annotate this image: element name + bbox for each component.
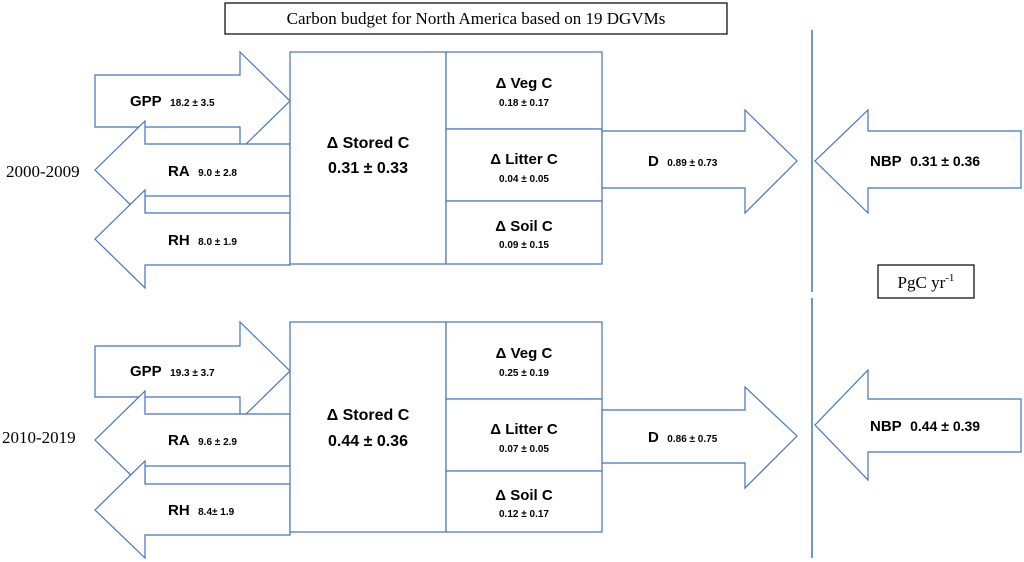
nbp-value: 0.31 ± 0.36 xyxy=(910,153,980,169)
gpp-label: GPP xyxy=(130,93,162,110)
soil-c-value: 0.12 ± 0.17 xyxy=(499,509,549,520)
period-block: 2010-2019 GPP 19.3 ± 3.7 RA 9.6 ± 2.9 RH… xyxy=(2,320,1022,560)
nbp-arrow: NBP 0.31 ± 0.36 xyxy=(814,108,1022,215)
litter-c-value: 0.04 ± 0.05 xyxy=(499,174,549,185)
d-label: D xyxy=(648,429,659,446)
nbp-label: NBP xyxy=(870,153,902,170)
rh-label: RH xyxy=(168,502,190,519)
ra-label: RA xyxy=(168,432,190,449)
stored-c-box: Δ Stored C 0.44 ± 0.36 xyxy=(289,321,447,533)
svg-text:D 0.86 ± 0.75: D 0.86 ± 0.75 xyxy=(648,429,718,446)
soil-c-box: Δ Soil C 0.09 ± 0.15 xyxy=(445,200,603,265)
soil-c-label: Δ Soil C xyxy=(495,218,553,235)
unit-base: PgC yr xyxy=(898,273,946,292)
stored-c-label: Δ Stored C xyxy=(327,135,410,152)
unit-box: PgC yr-1 xyxy=(877,264,975,299)
diagram-title: Carbon budget for North America based on… xyxy=(224,2,728,35)
gpp-label: GPP xyxy=(130,363,162,380)
svg-text:NBP 0.31 ± 0.36: NBP 0.31 ± 0.36 xyxy=(870,153,980,170)
period-block: 2000-2009 GPP 18.2 ± 3.5 RA 9.0 ± 2.8 RH… xyxy=(6,50,1022,290)
litter-c-box: Δ Litter C 0.04 ± 0.05 xyxy=(445,128,603,202)
gpp-value: 18.2 ± 3.5 xyxy=(170,98,215,109)
d-label: D xyxy=(648,153,659,170)
stored-c-value: 0.31 ± 0.33 xyxy=(328,160,408,177)
stored-c-box: Δ Stored C 0.31 ± 0.33 xyxy=(289,51,447,265)
rh-arrow: RH 8.4± 1.9 xyxy=(94,459,291,560)
rh-label: RH xyxy=(168,232,190,249)
veg-c-label: Δ Veg C xyxy=(496,345,553,362)
litter-c-box: Δ Litter C 0.07 ± 0.05 xyxy=(445,398,603,472)
svg-text:NBP 0.44 ± 0.39: NBP 0.44 ± 0.39 xyxy=(870,418,980,435)
ra-value: 9.0 ± 2.8 xyxy=(198,168,237,179)
rh-value: 8.0 ± 1.9 xyxy=(198,237,237,248)
litter-c-value: 0.07 ± 0.05 xyxy=(499,444,549,455)
nbp-arrow: NBP 0.44 ± 0.39 xyxy=(814,368,1022,482)
veg-c-value: 0.25 ± 0.19 xyxy=(499,368,549,379)
svg-text:RH 8.0 ± 1.9: RH 8.0 ± 1.9 xyxy=(168,232,237,249)
svg-text:RH 8.4± 1.9: RH 8.4± 1.9 xyxy=(168,502,235,519)
d-value: 0.89 ± 0.73 xyxy=(667,158,717,169)
period-label: 2010-2019 xyxy=(2,428,76,447)
d-value: 0.86 ± 0.75 xyxy=(667,434,717,445)
unit-superscript: -1 xyxy=(945,272,954,284)
litter-c-label: Δ Litter C xyxy=(490,421,558,438)
soil-c-value: 0.09 ± 0.15 xyxy=(499,240,549,251)
svg-text:RA 9.6 ± 2.9: RA 9.6 ± 2.9 xyxy=(168,432,237,449)
soil-c-box: Δ Soil C 0.12 ± 0.17 xyxy=(445,470,603,533)
svg-text:GPP 18.2 ± 3.5: GPP 18.2 ± 3.5 xyxy=(130,93,215,110)
veg-c-label: Δ Veg C xyxy=(496,75,553,92)
rh-value: 8.4± 1.9 xyxy=(198,507,235,518)
d-arrow: D 0.89 ± 0.73 xyxy=(601,108,798,215)
title-text: Carbon budget for North America based on… xyxy=(287,9,666,28)
veg-c-value: 0.18 ± 0.17 xyxy=(499,98,549,109)
svg-text:PgC yr-1: PgC yr-1 xyxy=(898,272,955,292)
litter-c-label: Δ Litter C xyxy=(490,151,558,168)
gpp-arrow: GPP 18.2 ± 3.5 xyxy=(94,50,291,152)
gpp-value: 19.3 ± 3.7 xyxy=(170,368,215,379)
ra-arrow: RA 9.6 ± 2.9 xyxy=(94,389,291,491)
nbp-value: 0.44 ± 0.39 xyxy=(910,418,980,434)
ra-arrow: RA 9.0 ± 2.8 xyxy=(94,119,291,221)
svg-text:RA 9.0 ± 2.8: RA 9.0 ± 2.8 xyxy=(168,163,237,180)
ra-label: RA xyxy=(168,163,190,180)
veg-c-box: Δ Veg C 0.25 ± 0.19 xyxy=(445,321,603,400)
svg-text:D 0.89 ± 0.73: D 0.89 ± 0.73 xyxy=(648,153,718,170)
svg-text:GPP 19.3 ± 3.7: GPP 19.3 ± 3.7 xyxy=(130,363,215,380)
veg-c-box: Δ Veg C 0.18 ± 0.17 xyxy=(445,51,603,130)
period-label: 2000-2009 xyxy=(6,162,80,181)
rh-arrow: RH 8.0 ± 1.9 xyxy=(94,188,291,290)
ra-value: 9.6 ± 2.9 xyxy=(198,437,237,448)
nbp-label: NBP xyxy=(870,418,902,435)
stored-c-label: Δ Stored C xyxy=(327,407,410,424)
soil-c-label: Δ Soil C xyxy=(495,487,553,504)
d-arrow: D 0.86 ± 0.75 xyxy=(601,385,798,490)
gpp-arrow: GPP 19.3 ± 3.7 xyxy=(94,320,291,422)
stored-c-value: 0.44 ± 0.36 xyxy=(328,433,408,450)
